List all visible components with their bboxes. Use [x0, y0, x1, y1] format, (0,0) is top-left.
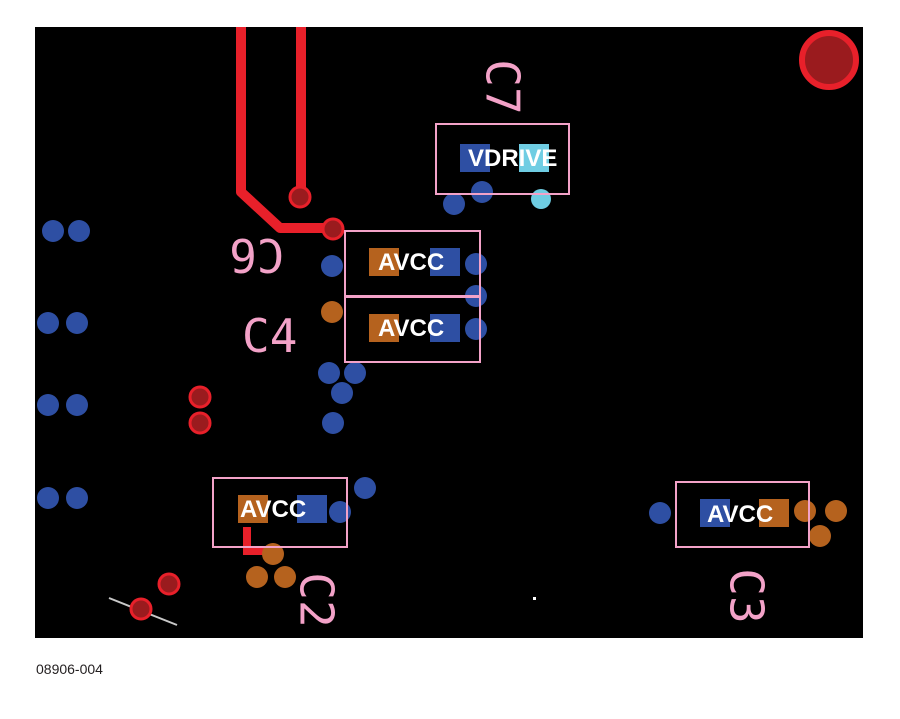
refdes-c6: C6: [229, 228, 285, 282]
pcb-artwork: [37, 27, 859, 626]
cyan-via: [531, 189, 551, 209]
c2-outline: [212, 477, 348, 548]
red-via: [129, 597, 153, 621]
red-via: [188, 385, 212, 409]
red-trace-3: [243, 527, 267, 555]
net-label-avcc-lower-right: AVCC: [707, 501, 774, 528]
refdes-c7: C7: [475, 59, 530, 115]
net-label-avcc-middle: AVCC: [378, 315, 445, 342]
refdes-c4: C4: [242, 309, 298, 363]
blue-vias: [37, 181, 671, 524]
orange-vias: [246, 301, 847, 588]
silkscreen-outlines: [212, 123, 810, 548]
red-trace-1: [236, 27, 333, 233]
refdes-c2: C2: [289, 572, 344, 628]
net-label-avcc-upper: AVCC: [378, 249, 445, 276]
c7-outline: [435, 123, 570, 195]
c3-outline: [675, 481, 810, 548]
red-via: [157, 572, 181, 596]
red-vias: [129, 30, 859, 621]
figure-id: 08906-004: [36, 661, 103, 677]
pads: [238, 144, 789, 527]
c4-outline: [344, 296, 481, 363]
silk-dot: [533, 597, 536, 600]
net-label-vdrive: VDRIVE: [468, 145, 558, 172]
refdes-c3: C3: [719, 568, 774, 624]
red-mounting-via: [799, 30, 859, 90]
red-via: [188, 411, 212, 435]
red-via: [288, 185, 312, 209]
red-via: [321, 217, 345, 241]
pcb-layout-view: VDRIVE AVCC AVCC AVCC AVCC C7 C6 C4 C2 C…: [35, 27, 863, 638]
net-label-avcc-lower-left: AVCC: [240, 496, 307, 523]
